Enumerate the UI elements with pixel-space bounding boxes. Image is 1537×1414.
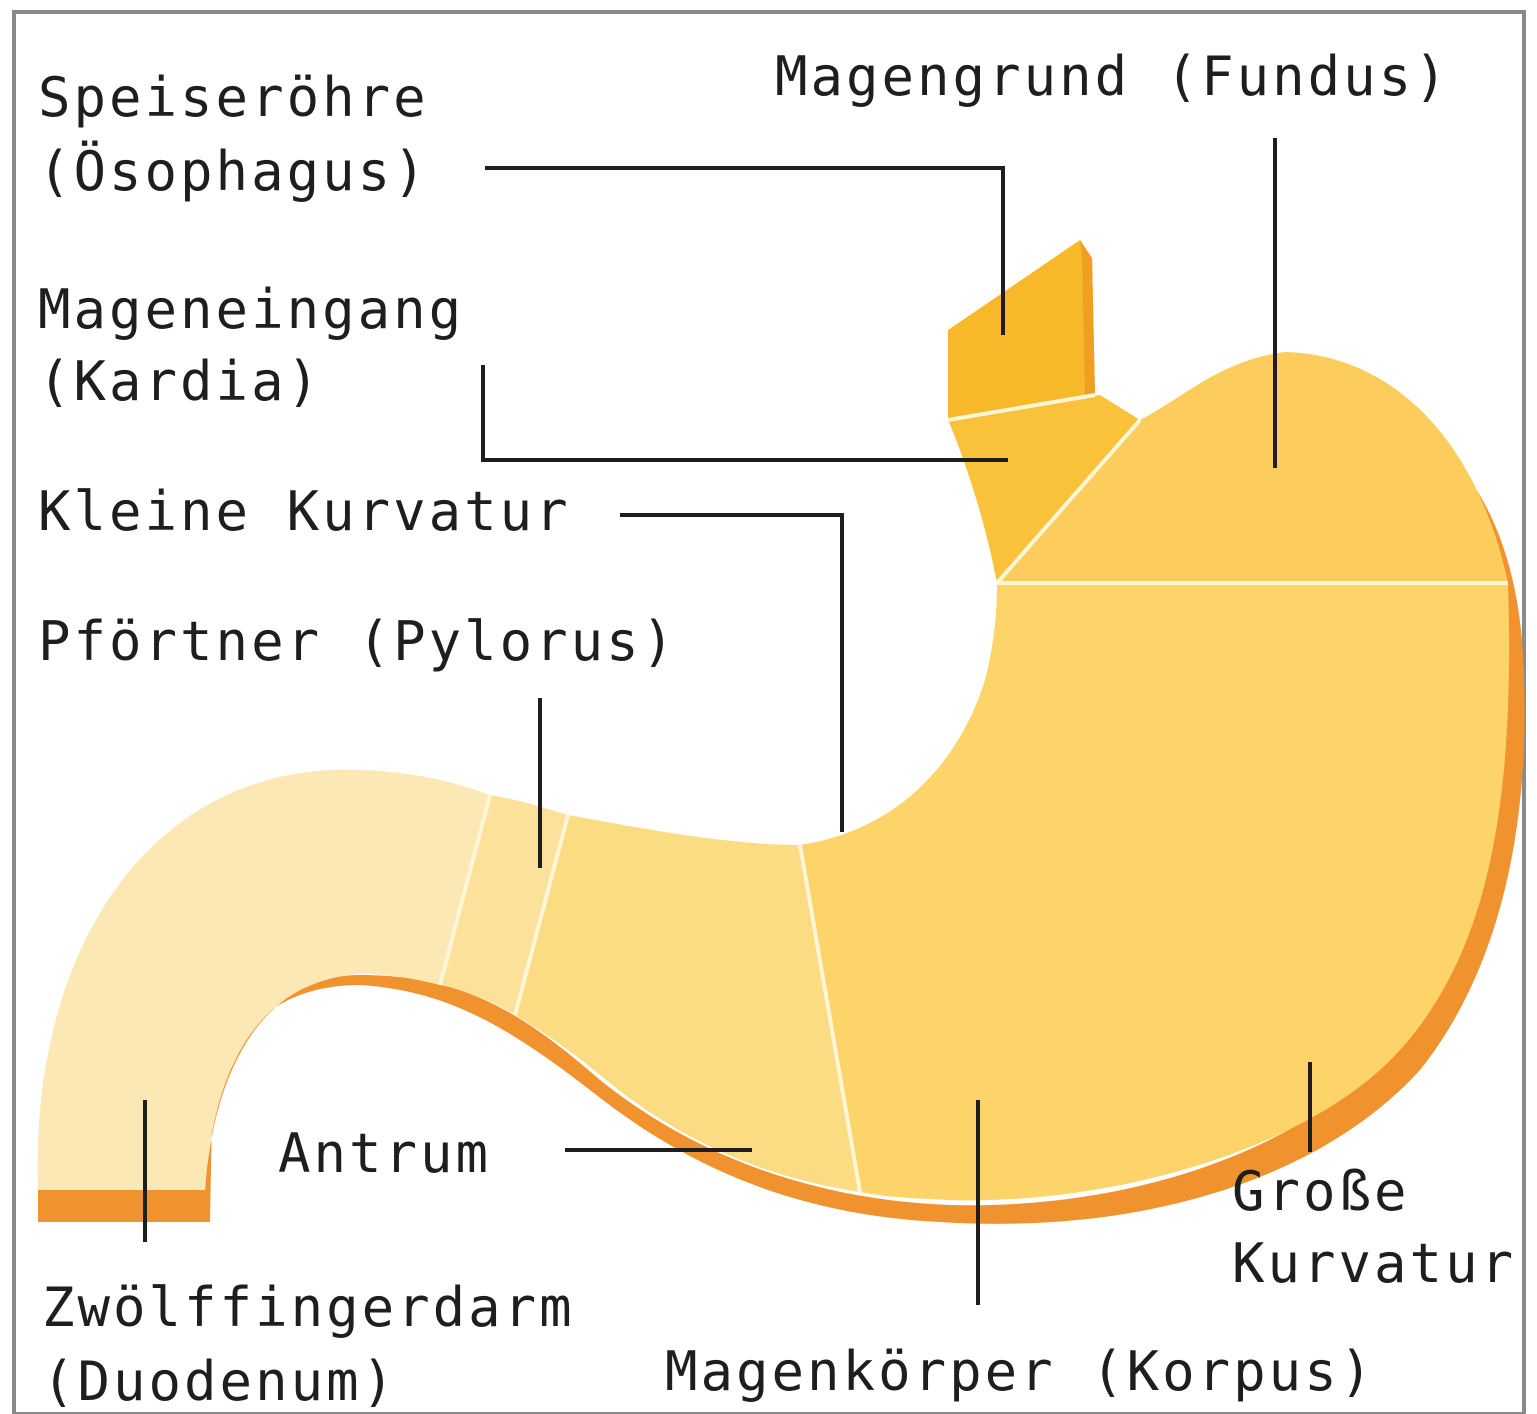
label-magenkoerper: Magenkörper (Korpus) <box>665 1340 1375 1403</box>
label-mageneingang-line1: Mageneingang <box>38 278 464 341</box>
label-zwoelffingerdarm-line2: (Duodenum) <box>42 1350 397 1413</box>
label-zwoelffingerdarm-line1: Zwölffingerdarm <box>42 1276 575 1339</box>
label-magengrund: Magengrund (Fundus) <box>775 45 1450 108</box>
label-speiseroehre-line2: (Ösophagus) <box>38 140 429 203</box>
label-grosse-kurvatur-line1: Große <box>1232 1160 1410 1223</box>
label-pfoertner: Pförtner (Pylorus) <box>38 610 677 673</box>
label-kleine-kurvatur: Kleine Kurvatur <box>38 480 571 543</box>
label-antrum: Antrum <box>278 1122 491 1185</box>
label-speiseroehre-line1: Speiseröhre <box>38 66 429 129</box>
label-grosse-kurvatur-line2: Kurvatur <box>1232 1232 1516 1295</box>
label-mageneingang-line2: (Kardia) <box>38 350 322 413</box>
